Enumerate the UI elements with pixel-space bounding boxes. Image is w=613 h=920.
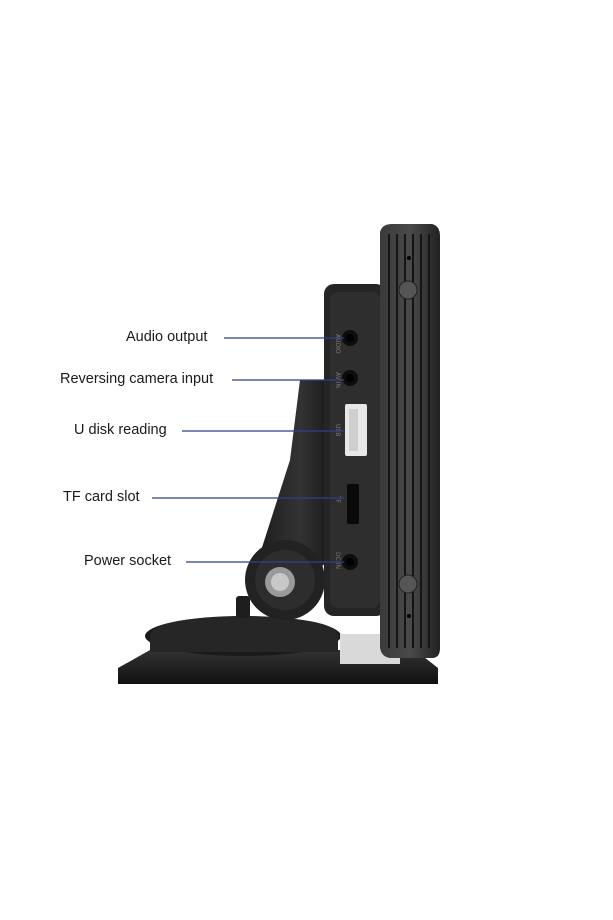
tf-slot-icon bbox=[347, 484, 359, 524]
leader-lines bbox=[152, 337, 344, 563]
screen-ribbed-side bbox=[380, 224, 440, 658]
power-socket-label: Power socket bbox=[84, 553, 172, 569]
audio-output-label: Audio output bbox=[126, 329, 208, 345]
usb-port-icon bbox=[345, 404, 367, 456]
top-screw-icon bbox=[398, 280, 418, 300]
av-in-port-icon bbox=[342, 370, 358, 386]
mount-base bbox=[118, 596, 438, 684]
tf-card-slot-label: TF card slot bbox=[63, 489, 140, 505]
audio-port-icon bbox=[342, 330, 358, 346]
reversing-camera-input-label: Reversing camera input bbox=[60, 371, 214, 387]
dc-mark: DC IN bbox=[334, 552, 341, 569]
usb-mark: USB bbox=[334, 424, 341, 436]
tf-mark: TF bbox=[334, 495, 341, 504]
audio-mark: AUDIO bbox=[334, 334, 341, 354]
dc-port-icon bbox=[342, 554, 358, 570]
u-disk-reading-label: U disk reading bbox=[74, 422, 167, 438]
bottom-screw-icon bbox=[398, 574, 418, 594]
mount-arm bbox=[245, 380, 330, 620]
